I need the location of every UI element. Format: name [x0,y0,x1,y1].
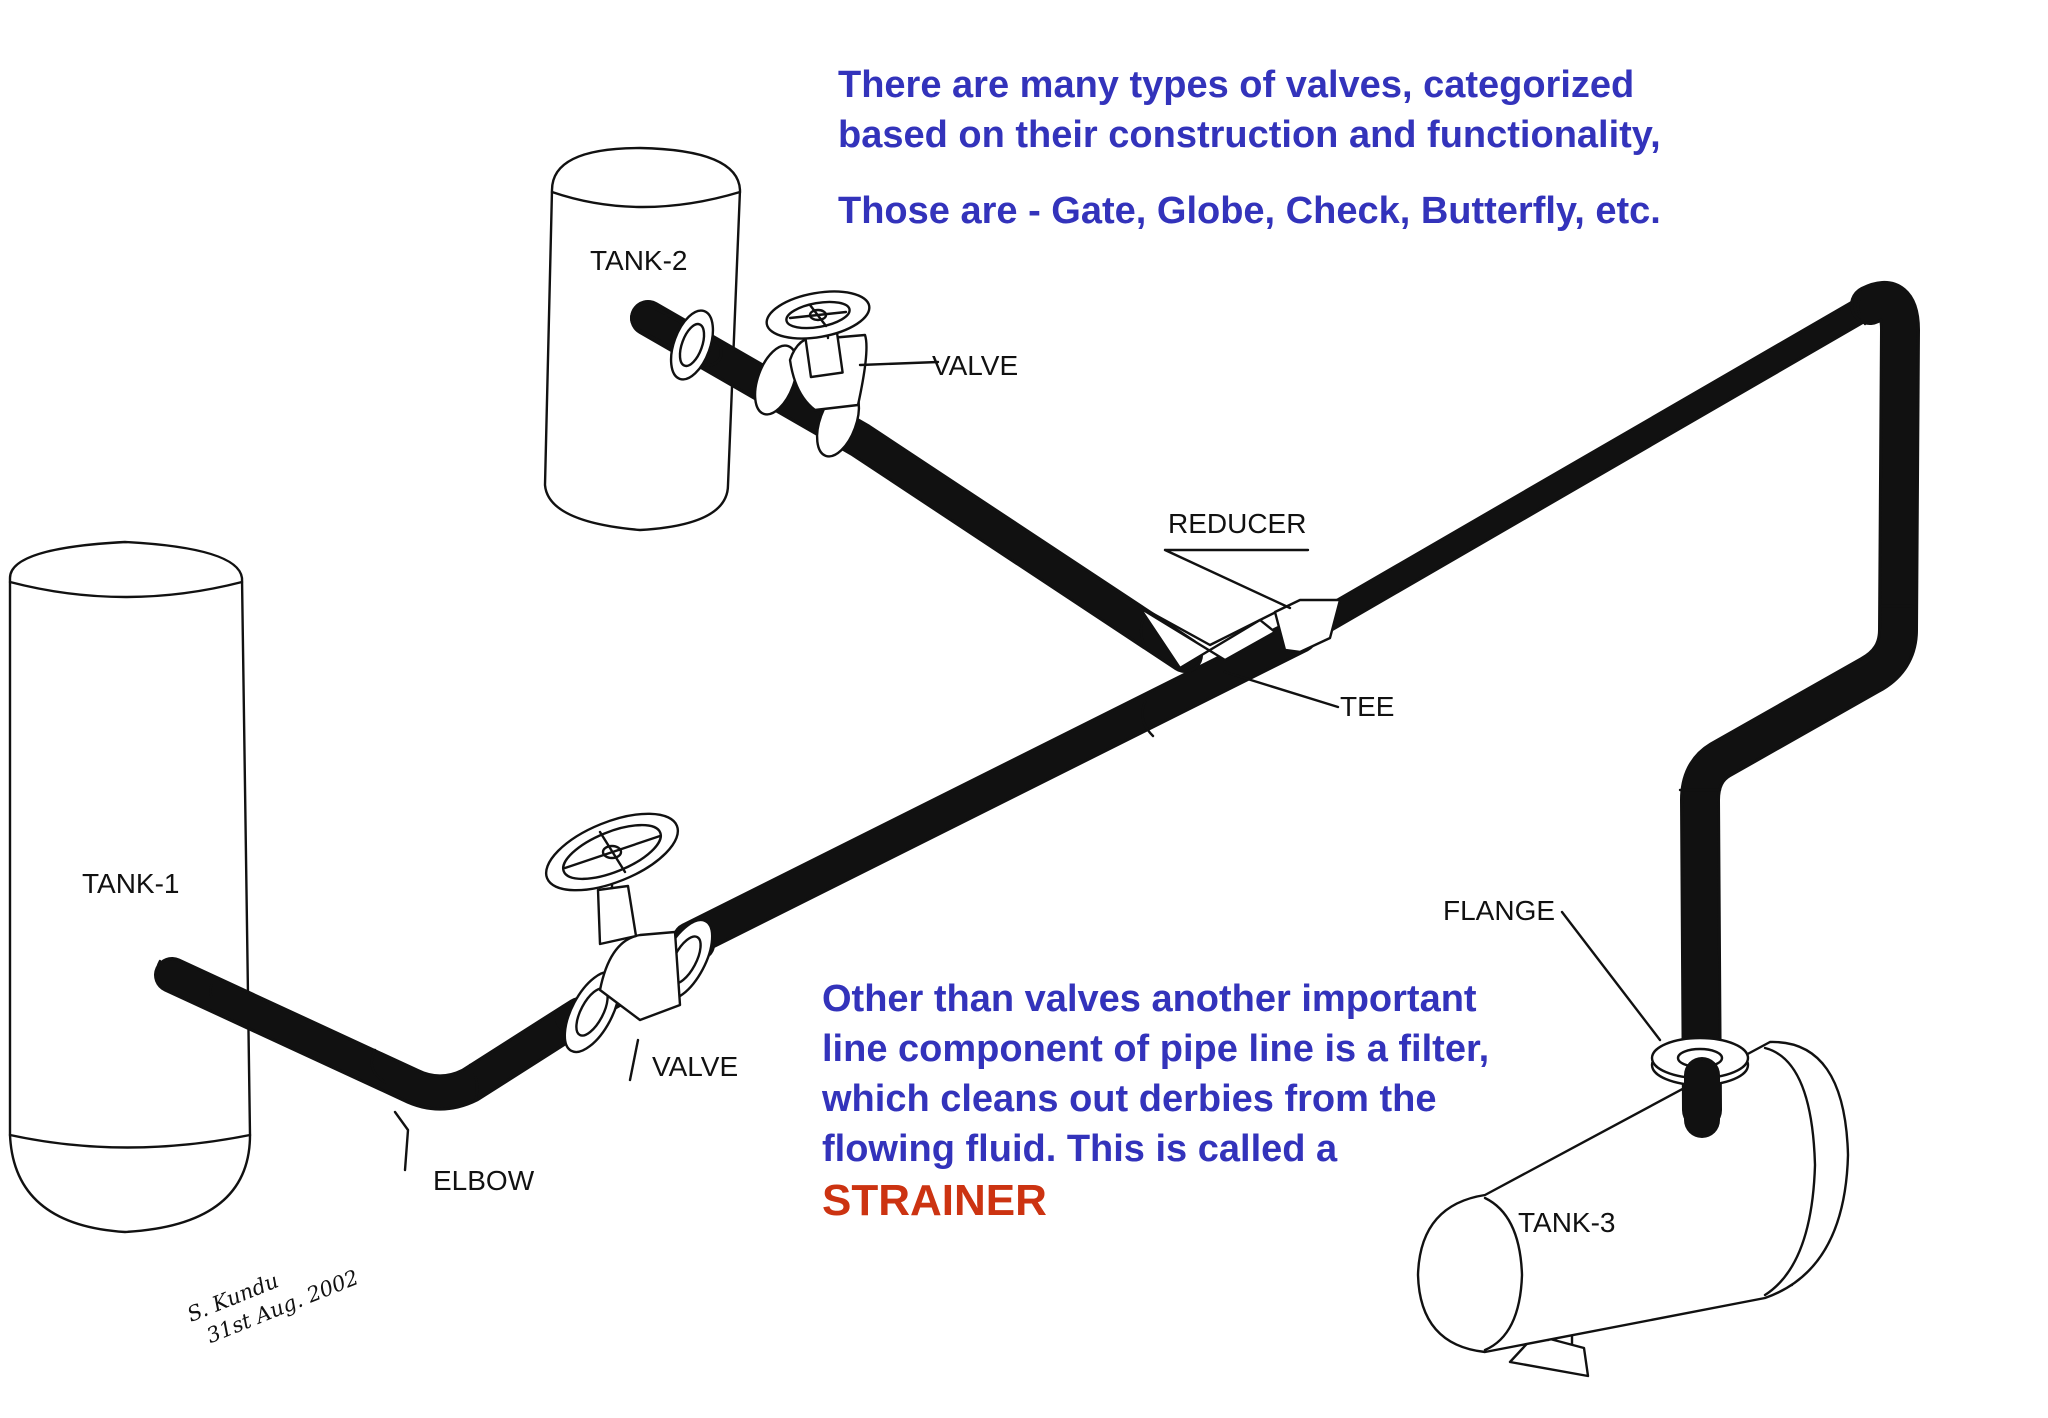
strainer-term: STRAINER [822,1176,1047,1225]
label-tank-2: TANK-2 [590,245,688,276]
upper-valve [765,290,871,412]
tank-3 [1416,1040,1850,1378]
tank-2 [543,146,742,532]
labels: TANK-2 VALVE REDUCER TEE TANK-1 VALVE EL… [82,245,1616,1238]
label-lower-valve: VALVE [652,1051,738,1082]
tank-1 [8,540,252,1234]
top-note-line-1: There are many types of valves, categori… [838,64,1635,106]
top-note-line-3: Those are - Gate, Globe, Check, Butterfl… [838,190,1661,232]
pipe-network [154,281,1920,1130]
flange [1650,1036,1750,1138]
label-tee: TEE [1340,691,1394,722]
signature: S. Kundu 31st Aug. 2002 [184,1265,362,1348]
label-flange: FLANGE [1443,895,1555,926]
label-upper-valve: VALVE [932,350,1018,381]
tee-fitting [1138,606,1282,670]
bottom-note-line-2: line component of pipe line is a filter, [822,1028,1490,1070]
bottom-note-line-4: flowing fluid. This is called a [822,1128,1338,1170]
bottom-note-line-3: which cleans out derbies from the [822,1078,1437,1120]
label-tank-1: TANK-1 [82,868,180,899]
label-tank-3: TANK-3 [1518,1207,1616,1238]
leader-lines [393,360,1662,1172]
label-reducer: REDUCER [1168,508,1306,539]
bottom-note-line-1: Other than valves another important [822,978,1477,1020]
reducer-fitting [1273,598,1342,654]
label-elbow: ELBOW [433,1165,535,1196]
top-note-line-2: based on their construction and function… [838,114,1661,156]
lower-valve [544,812,715,1054]
